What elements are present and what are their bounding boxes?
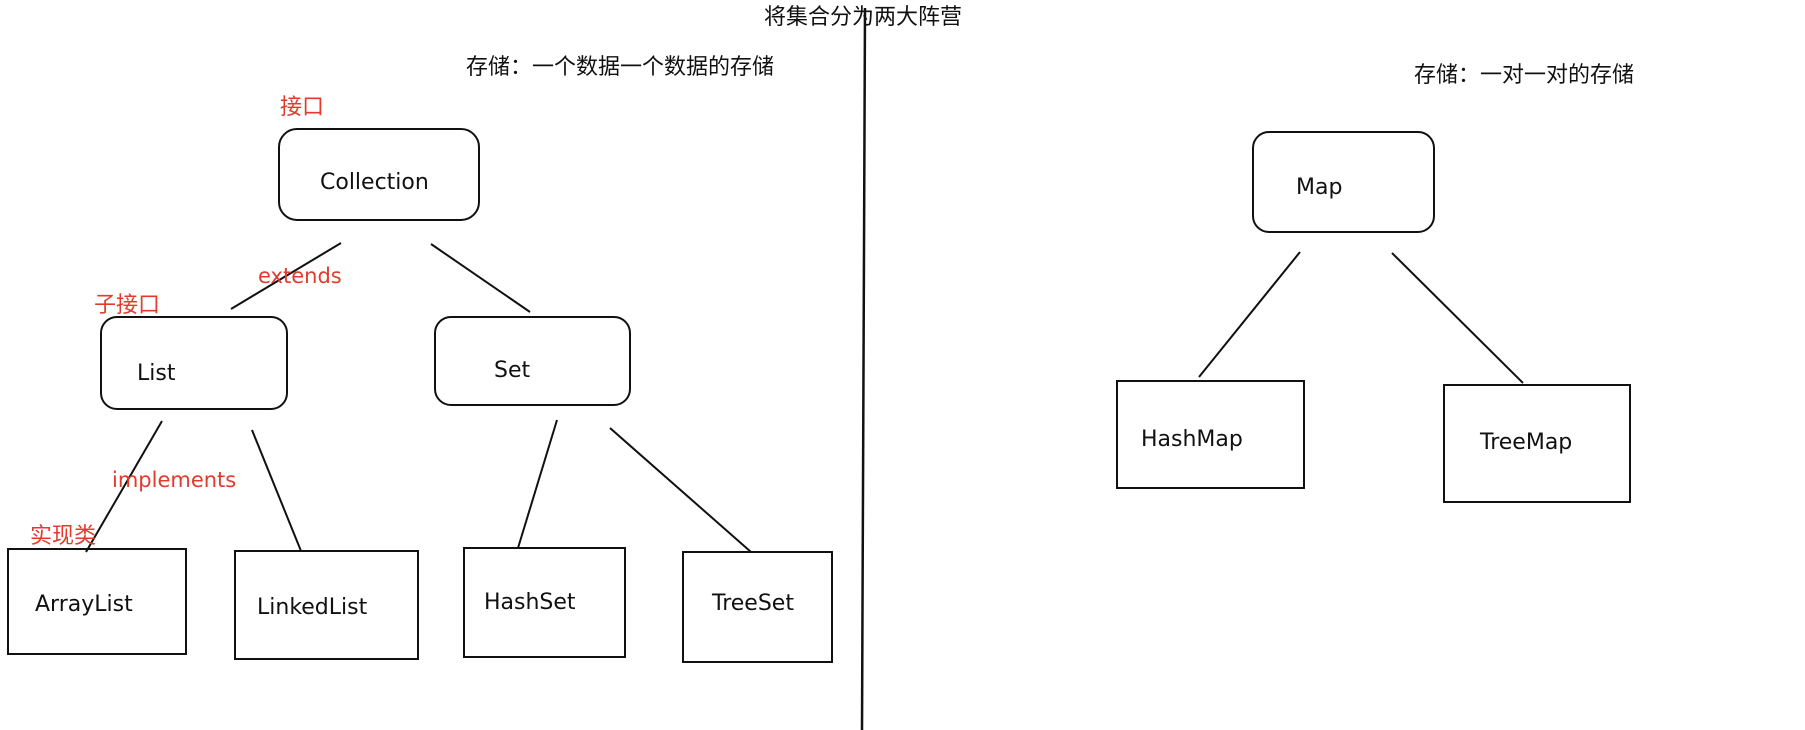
- list-node-label: List: [137, 361, 176, 386]
- treemap-node-label: TreeMap: [1480, 430, 1573, 455]
- connector-list-linkedlist: [251, 429, 302, 552]
- left-storage-note: 存储：一个数据一个数据的存储: [466, 55, 775, 80]
- arraylist-node-box: [7, 548, 187, 655]
- linkedlist-node-label: LinkedList: [257, 595, 368, 620]
- arraylist-node-label: ArrayList: [35, 592, 133, 617]
- subinterface-annotation: 子接口: [94, 293, 161, 318]
- extends-annotation: extends: [258, 264, 342, 288]
- connector-collection-set: [430, 243, 531, 313]
- connector-set-hashset: [517, 419, 558, 549]
- hashmap-node-box: [1116, 380, 1305, 489]
- list-node-box: [100, 316, 288, 410]
- hashset-node-label: HashSet: [484, 590, 576, 615]
- hashmap-node-label: HashMap: [1141, 427, 1243, 452]
- linkedlist-node-box: [234, 550, 419, 660]
- diagram-title: 将集合分为两大阵营: [764, 5, 963, 30]
- impl-class-annotation: 实现类: [30, 524, 97, 549]
- collection-node-box: [278, 128, 480, 221]
- connector-list-arraylist: [85, 420, 163, 553]
- collection-node-label: Collection: [320, 170, 429, 195]
- map-node-label: Map: [1296, 175, 1343, 200]
- connector-map-treemap: [1391, 252, 1524, 384]
- treemap-node-box: [1443, 384, 1631, 503]
- set-node-box: [434, 316, 631, 406]
- interface-annotation: 接口: [280, 95, 325, 120]
- section-divider: [860, 7, 867, 730]
- connector-collection-list: [230, 242, 342, 310]
- implements-annotation: implements: [112, 468, 237, 492]
- map-node-box: [1252, 131, 1435, 233]
- hashset-node-box: [463, 547, 626, 658]
- treeset-node-label: TreeSet: [712, 591, 794, 616]
- set-node-label: Set: [494, 358, 531, 383]
- treeset-node-box: [682, 551, 833, 663]
- right-storage-note: 存储：一对一对的存储: [1414, 63, 1635, 88]
- connector-set-treeset: [609, 427, 752, 553]
- connector-map-hashmap: [1198, 251, 1301, 378]
